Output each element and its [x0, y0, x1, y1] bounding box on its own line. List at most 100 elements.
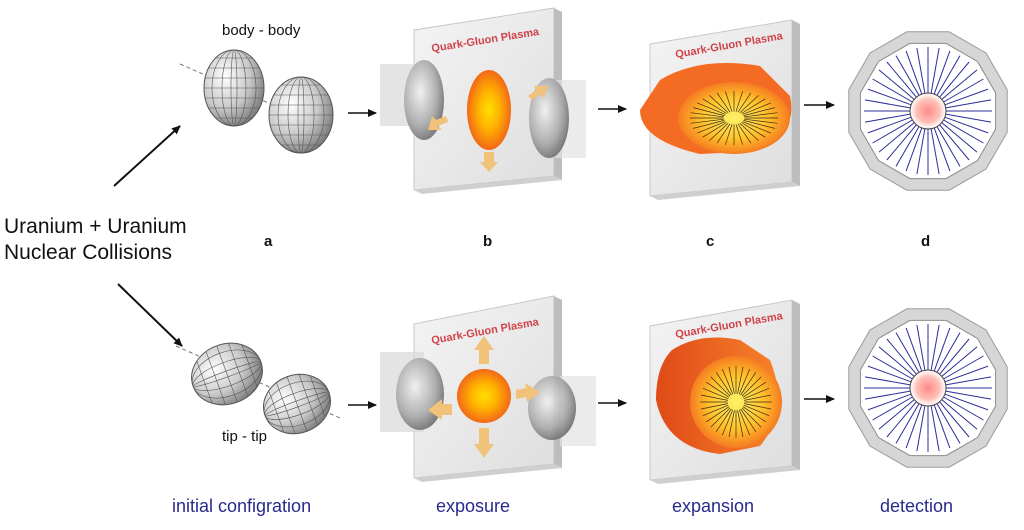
detector-spoke: [872, 78, 913, 103]
detector-spoke: [933, 404, 951, 449]
flow-line: [721, 409, 734, 436]
detector-spoke: [945, 99, 992, 109]
flow-line: [715, 372, 732, 396]
flow-line: [697, 121, 726, 134]
flow-line: [702, 404, 729, 417]
detector-spoke: [905, 404, 923, 449]
detector-spoke: [936, 126, 961, 167]
detector-spoke: [905, 127, 923, 172]
flow-line: [700, 394, 728, 401]
detector-spoke: [886, 124, 917, 161]
flow-line: [740, 408, 757, 432]
detector-spoke: [936, 55, 961, 96]
detector-spoke: [878, 399, 915, 430]
flow-line: [715, 408, 732, 432]
flow-line: [743, 107, 775, 116]
detector-spoke: [933, 327, 951, 372]
detector-spoke: [895, 55, 920, 96]
title-line-2: Nuclear Collisions: [4, 241, 173, 264]
flow-line: [739, 123, 759, 141]
body-body-nuclei: [179, 49, 335, 154]
flow-line: [728, 410, 735, 438]
step-arrows: [348, 101, 835, 409]
flow-line: [743, 387, 770, 400]
detector-spoke: [945, 390, 992, 400]
detector-spoke: [943, 119, 984, 144]
flow-line: [693, 107, 725, 116]
arrow-to-body-body: [113, 125, 181, 187]
detector-spoke: [864, 376, 911, 386]
flow-line: [725, 91, 733, 112]
detector-spoke: [941, 346, 978, 377]
flow-line: [690, 112, 724, 118]
detector-spoke: [943, 396, 984, 421]
flow-line: [743, 120, 775, 129]
detector-spoke: [864, 113, 911, 123]
flow-line: [702, 122, 727, 138]
detector-spoke: [933, 50, 951, 95]
stage-label-exposure: exposure: [436, 496, 511, 516]
flow-line: [710, 376, 731, 397]
flow-line: [709, 123, 729, 141]
flow-line: [709, 95, 729, 113]
flow-line: [742, 406, 766, 423]
detector-spoke: [878, 346, 915, 377]
detector-spoke: [916, 128, 926, 175]
flow-line: [740, 372, 757, 396]
panel-letter-c: c: [706, 233, 715, 250]
detector-spoke: [944, 365, 989, 383]
detector-spoke: [944, 393, 989, 411]
flow-line: [737, 410, 744, 438]
detector-spoke: [878, 69, 915, 100]
detector-spoke: [933, 127, 951, 172]
flow-line: [737, 123, 752, 144]
flow-line: [744, 403, 772, 410]
exposure-panel-bottom: Quark-Gluon Plasma: [380, 295, 596, 482]
flow-line: [702, 387, 729, 400]
detector-spoke: [916, 47, 926, 94]
detector-spoke: [867, 393, 912, 411]
detector-spoke: [930, 324, 940, 371]
flow-line: [744, 394, 772, 401]
detector-spoke: [864, 99, 911, 109]
flow-line: [738, 368, 751, 395]
detector-spoke: [941, 122, 978, 153]
flow-line: [716, 92, 731, 113]
flow-line: [742, 121, 771, 134]
panel-letter-a: a: [264, 233, 273, 250]
config-label-tip-tip: tip - tip: [222, 428, 268, 445]
detector-spoke: [905, 327, 923, 372]
detector-spoke: [872, 119, 913, 144]
flow-line: [737, 366, 744, 394]
detector-spoke: [939, 401, 970, 438]
flow-line: [706, 406, 730, 423]
detector-spoke: [930, 47, 940, 94]
detector-spoke: [939, 61, 970, 98]
detector-spoke: [916, 324, 926, 371]
tip-tip-nuclei: [175, 342, 341, 435]
exposure-panel-top: Quark-Gluon Plasma: [380, 7, 586, 194]
flow-line: [741, 122, 766, 138]
detector-spoke: [916, 405, 926, 452]
detector-spoke: [944, 116, 989, 134]
config-label-body-body: body - body: [222, 22, 301, 39]
detector-spoke: [872, 396, 913, 421]
detector-spoke: [945, 376, 992, 386]
detector-bottom: [848, 308, 1008, 468]
detector-spoke: [895, 403, 920, 444]
expansion-panel-top: Quark-Gluon Plasma: [640, 19, 800, 200]
detector-spoke: [895, 332, 920, 373]
detector-spoke: [886, 338, 917, 375]
flow-line: [743, 404, 770, 417]
detector-spoke: [886, 401, 917, 438]
flow-line: [741, 407, 762, 428]
flow-line: [742, 102, 771, 115]
detector-spoke: [936, 403, 961, 444]
detector-spoke: [867, 116, 912, 134]
detector-spoke: [941, 399, 978, 430]
flow-line: [693, 120, 725, 129]
detector-spoke: [930, 128, 940, 175]
flow-line: [744, 118, 778, 124]
